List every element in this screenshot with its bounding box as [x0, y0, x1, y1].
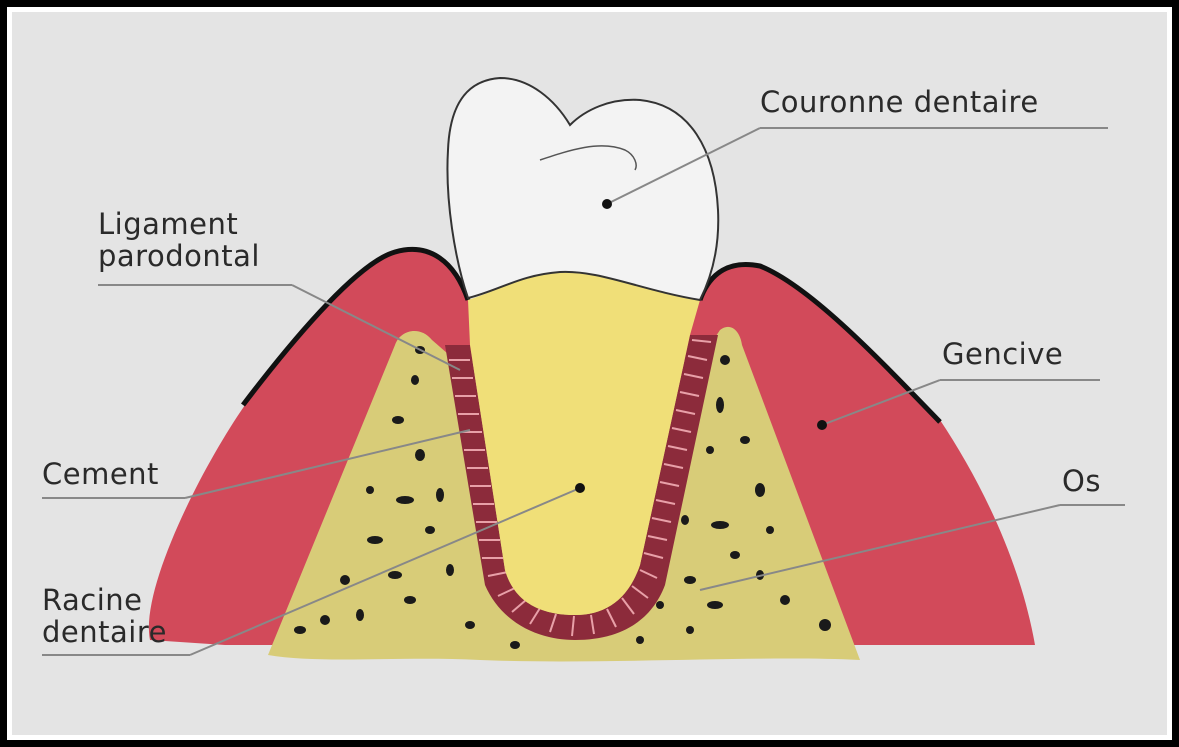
- label-gencive: Gencive: [942, 338, 1063, 370]
- label-os: Os: [1062, 465, 1101, 497]
- label-ligament-line2: parodontal: [98, 240, 260, 272]
- tooth-crown: [447, 78, 718, 300]
- label-os-text: Os: [1062, 465, 1101, 497]
- dot-racine: [575, 483, 585, 493]
- label-racine-line2: dentaire: [42, 616, 167, 648]
- label-racine-line1: Racine: [42, 584, 167, 616]
- label-ligament-parodontal: Ligament parodontal: [98, 208, 260, 272]
- label-ligament-line1: Ligament: [98, 208, 260, 240]
- label-gencive-text: Gencive: [942, 338, 1063, 370]
- label-couronne-dentaire: Couronne dentaire: [760, 86, 1039, 118]
- label-racine-dentaire: Racine dentaire: [42, 584, 167, 648]
- label-couronne-text: Couronne dentaire: [760, 86, 1039, 118]
- dot-couronne: [602, 199, 612, 209]
- dot-gencive: [817, 420, 827, 430]
- label-cement: Cement: [42, 458, 159, 490]
- label-cement-text: Cement: [42, 458, 159, 490]
